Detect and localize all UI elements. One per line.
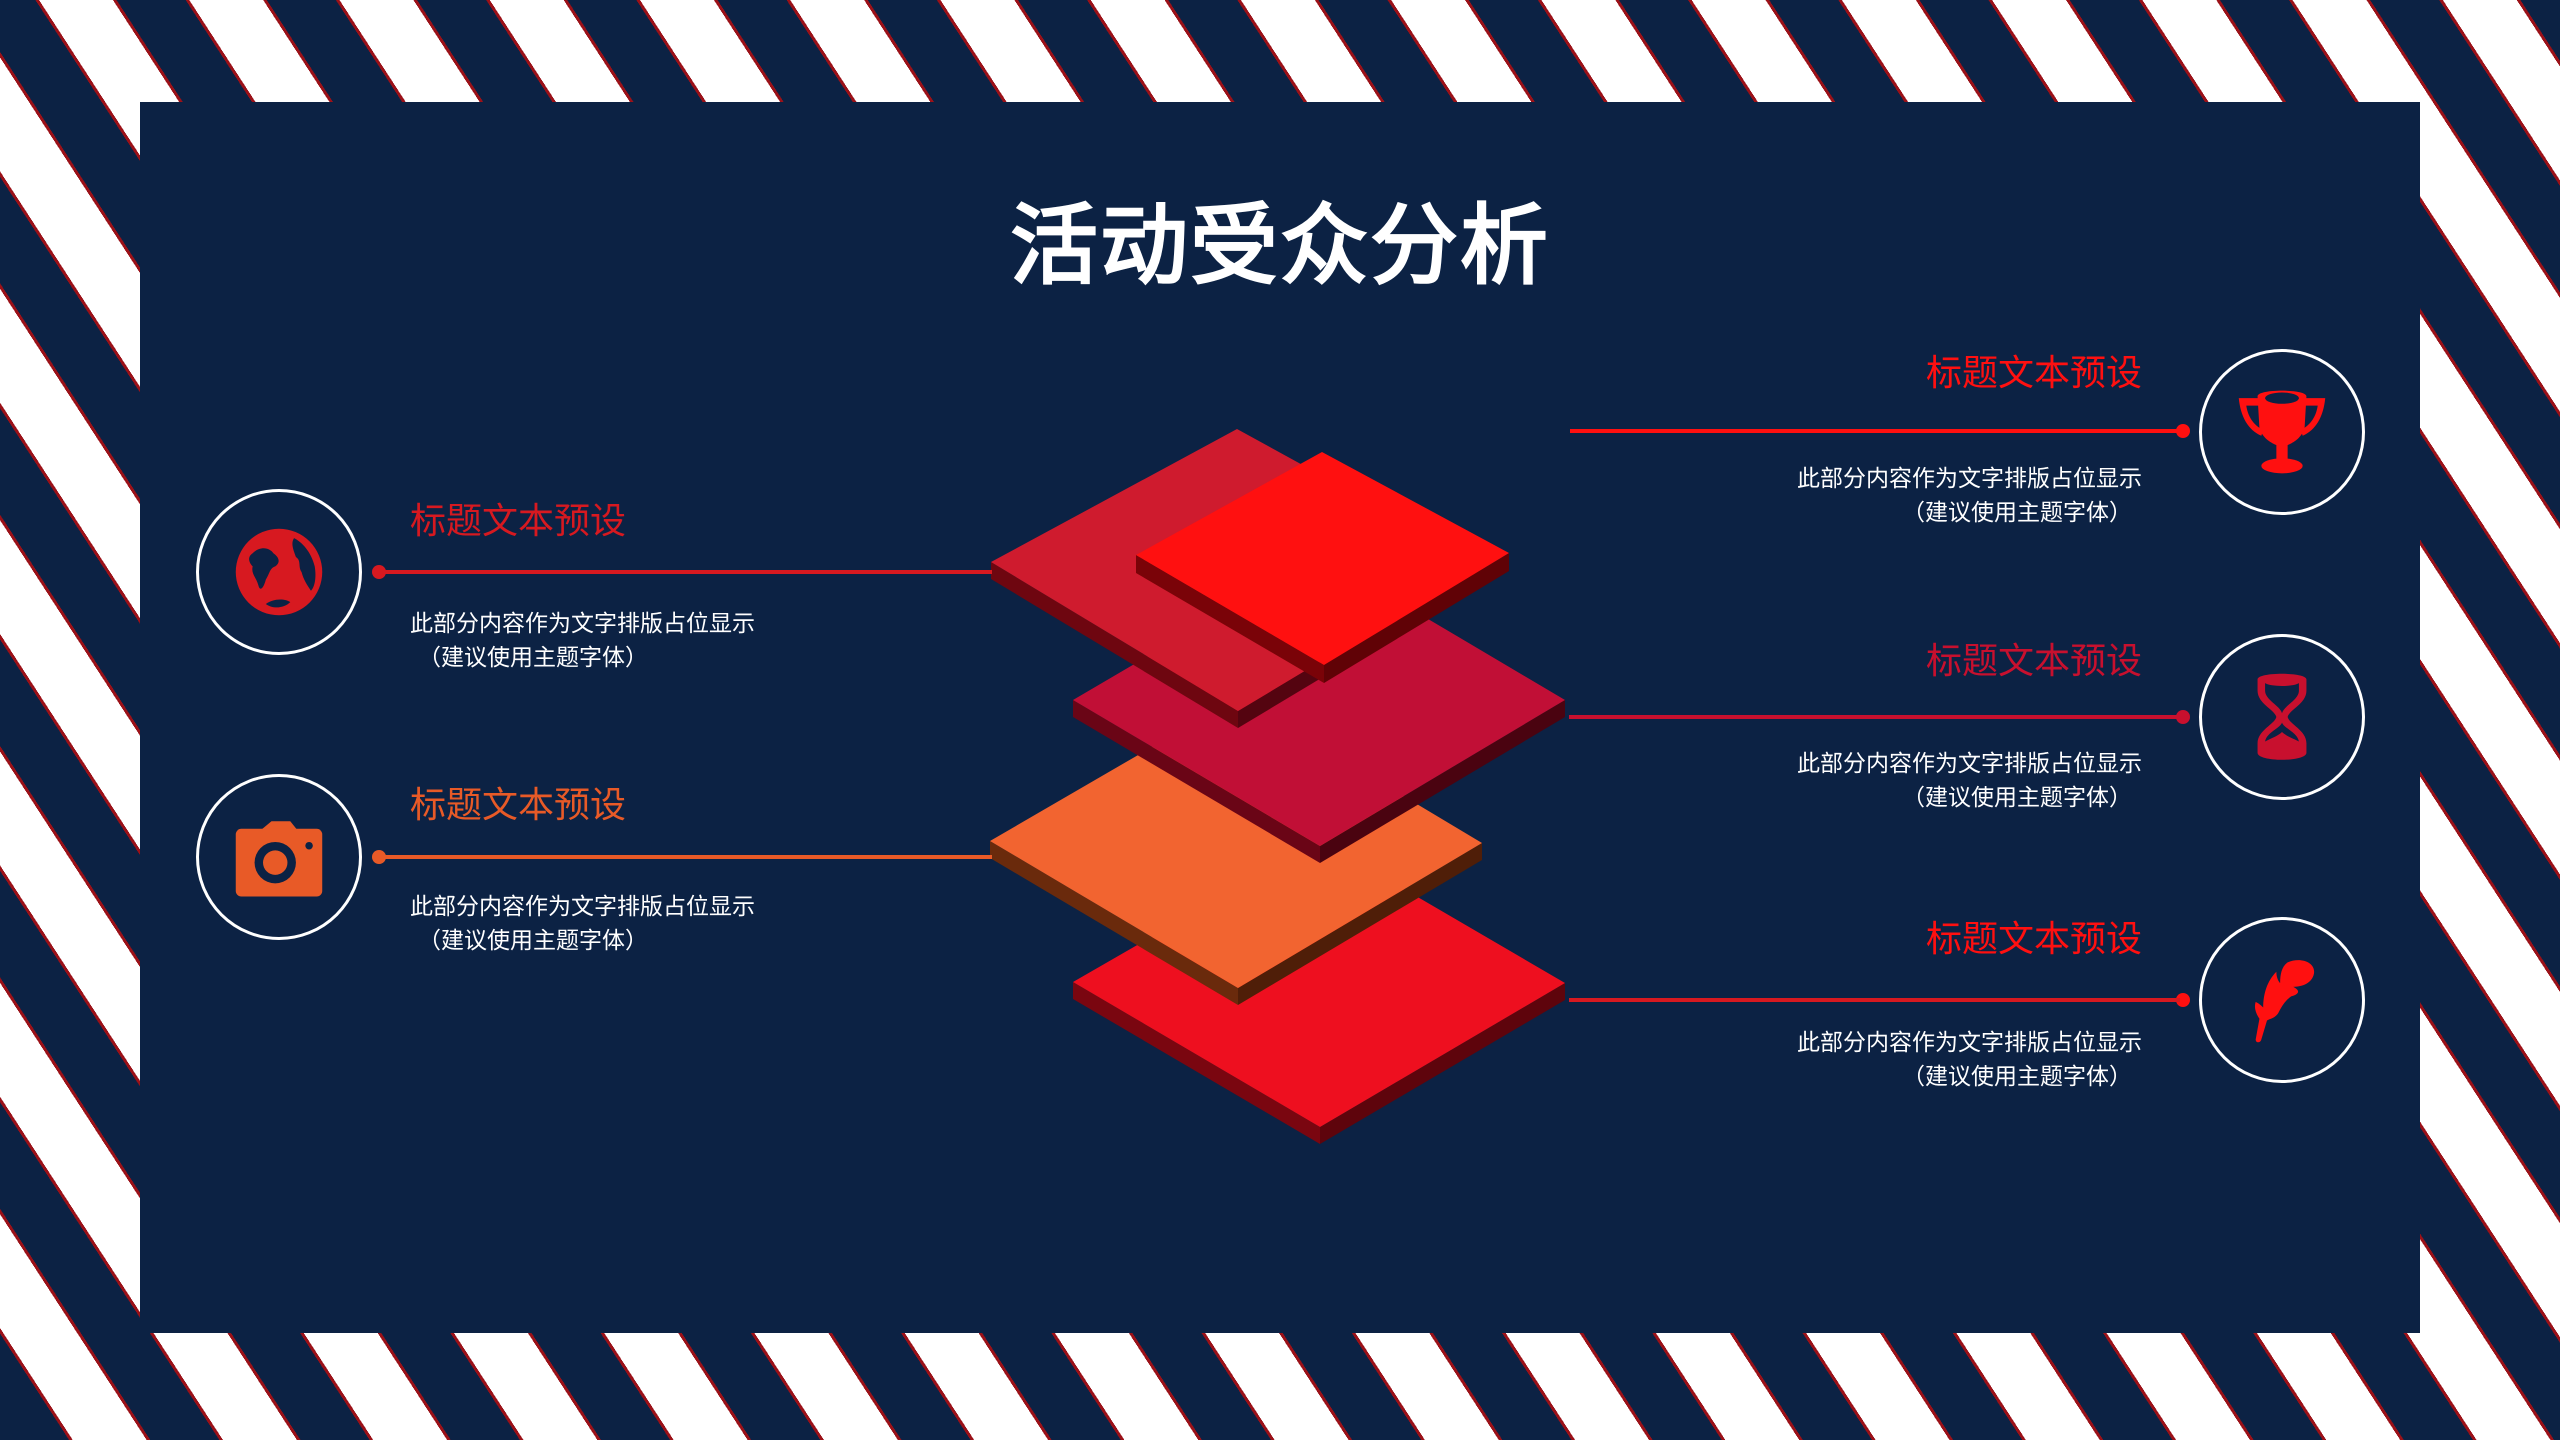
diamond-layer-1-front	[1136, 452, 1509, 683]
camera-icon	[235, 821, 323, 897]
icon-circle	[196, 489, 362, 655]
connector-dot	[2176, 710, 2190, 724]
slide-title: 活动受众分析	[1009, 194, 1550, 297]
feather-icon	[2254, 960, 2315, 1043]
hourglass-icon	[2257, 673, 2307, 760]
connector-line	[1569, 715, 2180, 719]
item-body-line-1: 此部分内容作为文字排版占位显示	[1797, 466, 2142, 492]
item-body-line-2: （建议使用主题字体）	[1902, 1064, 2132, 1090]
item-body-line-1: 此部分内容作为文字排版占位显示	[1797, 1030, 2142, 1056]
icon-circle	[2199, 349, 2365, 515]
item-body-line-2: （建议使用主题字体）	[1902, 500, 2132, 526]
icon-circle	[2199, 917, 2365, 1083]
globe-icon	[235, 528, 323, 616]
connector-line	[378, 855, 992, 859]
item-title: 标题文本预设	[410, 501, 627, 542]
connector-line	[1569, 998, 2180, 1002]
item-title: 标题文本预设	[410, 785, 627, 826]
item-body-line-2: （建议使用主题字体）	[418, 645, 648, 671]
connector-line	[378, 570, 992, 574]
trophy-icon	[2238, 390, 2326, 474]
connector-dot	[2176, 424, 2190, 438]
connector-dot	[2176, 993, 2190, 1007]
item-title: 标题文本预设	[1925, 641, 2142, 682]
icon-circle	[196, 774, 362, 940]
item-body-line-1: 此部分内容作为文字排版占位显示	[1797, 751, 2142, 777]
item-body-line-1: 此部分内容作为文字排版占位显示	[410, 611, 755, 637]
item-body-line-1: 此部分内容作为文字排版占位显示	[410, 894, 755, 920]
item-title: 标题文本预设	[1925, 353, 2142, 394]
item-body-line-2: （建议使用主题字体）	[1902, 785, 2132, 811]
connector-line	[1570, 429, 2180, 433]
item-title: 标题文本预设	[1925, 919, 2142, 960]
icon-circle	[2199, 634, 2365, 800]
diamond-layer-2	[1073, 555, 1565, 863]
item-body-line-2: （建议使用主题字体）	[418, 928, 648, 954]
